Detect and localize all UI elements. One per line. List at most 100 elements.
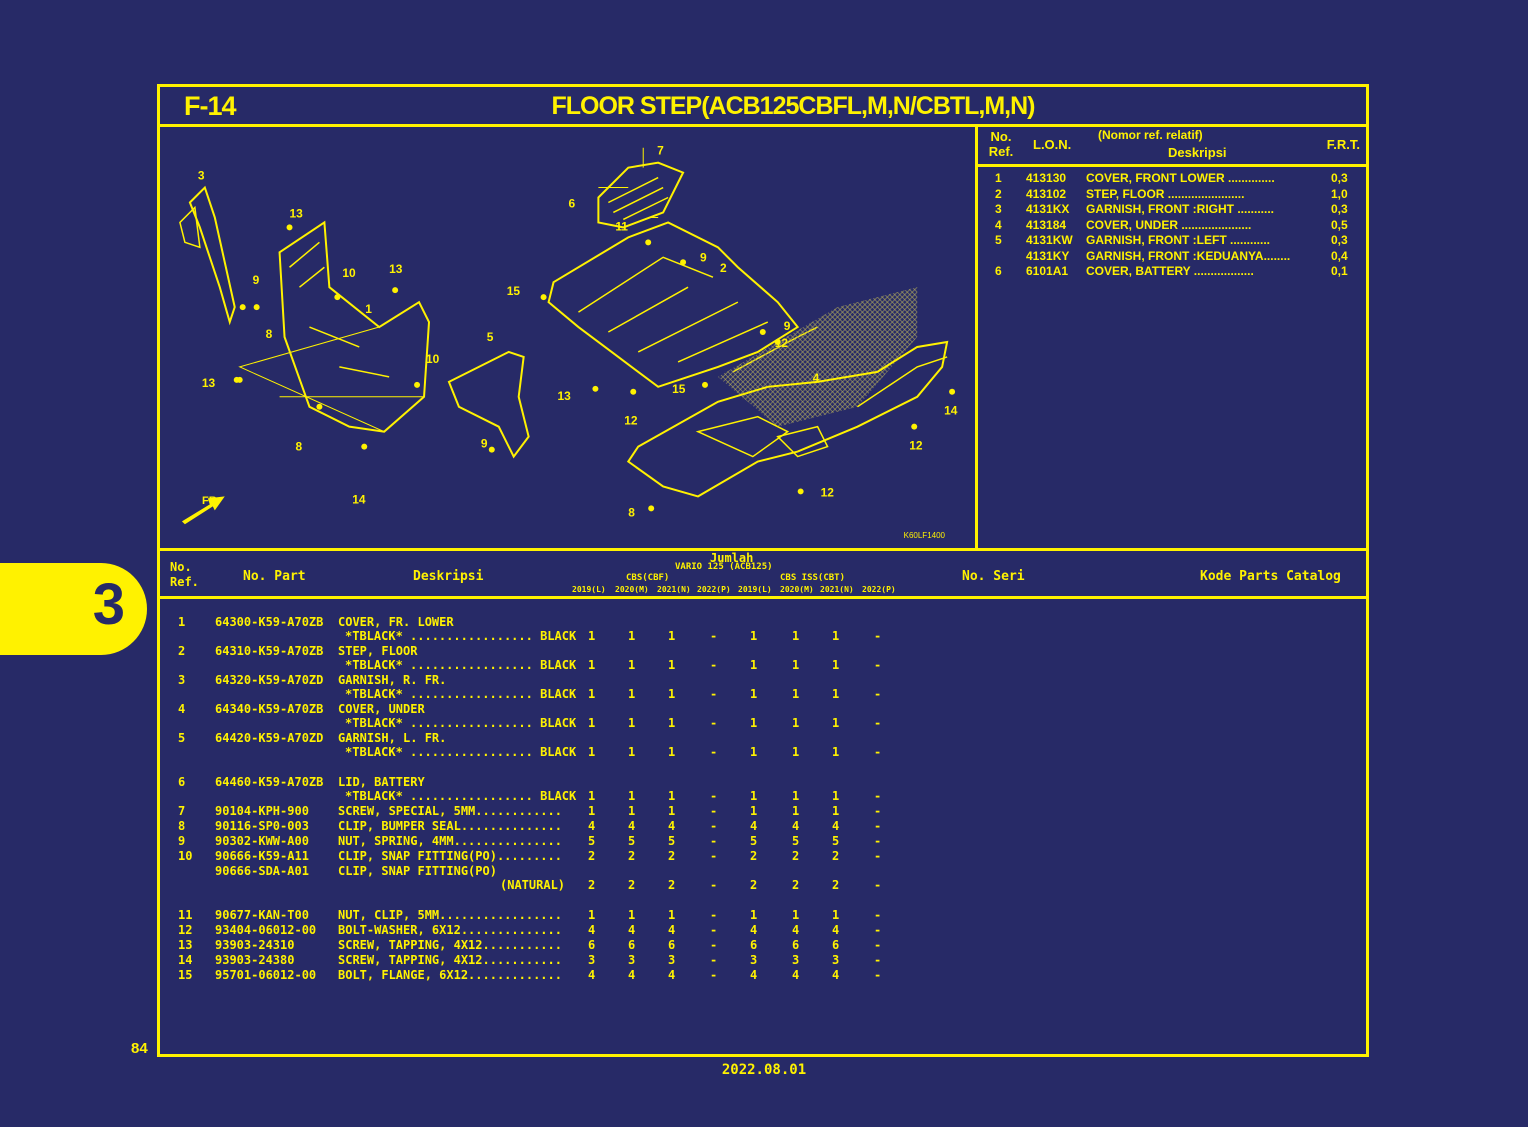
parts-ref: 14: [178, 953, 193, 967]
parts-number: 90302-KWW-A00: [215, 834, 309, 848]
parts-quantity: 6: [668, 938, 676, 952]
reference-table-header: No. Ref. L.O.N. (Nomor ref. relatif) Des…: [978, 127, 1366, 167]
parts-color: *TBLACK* ................. BLACK: [345, 658, 577, 672]
parts-quantity: 6: [750, 938, 758, 952]
year-column: 2022(P): [862, 585, 896, 594]
reference-rows: 1 413130 COVER, FRONT LOWER ..............…: [978, 171, 1366, 280]
parts-number: 64460-K59-A70ZB: [215, 775, 324, 789]
parts-description: SCREW, TAPPING, 4X12...........: [338, 953, 562, 967]
reference-cell-frt: 0,1: [1331, 264, 1348, 278]
parts-ref: 3: [178, 673, 186, 687]
parts-quantity: -: [874, 923, 882, 937]
svg-text:11: 11: [615, 219, 628, 233]
parts-quantity: 1: [628, 789, 636, 803]
parts-quantity: 1: [628, 745, 636, 759]
parts-number: 90666-K59-A11: [215, 849, 309, 863]
svg-text:15: 15: [672, 382, 686, 396]
year-column: 2021(N): [657, 585, 691, 594]
parts-quantity: 1: [750, 716, 758, 730]
parts-quantity: 3: [750, 953, 758, 967]
parts-quantity: 1: [750, 789, 758, 803]
reference-row: 1 413130 COVER, FRONT LOWER ..............…: [978, 171, 1366, 187]
parts-quantity: 2: [588, 878, 596, 892]
diagram-code: K60LF1400: [903, 531, 945, 540]
reference-cell-no: 1: [995, 171, 1002, 185]
parts-ref: 11: [178, 908, 193, 922]
svg-text:3: 3: [198, 169, 205, 183]
parts-quantity: 4: [750, 968, 758, 982]
year-column: 2019(L): [738, 585, 772, 594]
parts-quantity: 5: [628, 834, 636, 848]
parts-description: COVER, UNDER: [338, 702, 425, 716]
parts-quantity: 4: [792, 923, 800, 937]
parts-quantity: 1: [792, 789, 800, 803]
parts-number: 64310-K59-A70ZB: [215, 644, 324, 658]
part-5-garnish-left: [447, 350, 530, 459]
parts-number: 93404-06012-00: [215, 923, 317, 937]
reference-cell-lon: 4131KW: [1026, 233, 1073, 247]
parts-quantity: 1: [668, 716, 676, 730]
parts-quantity: -: [874, 834, 882, 848]
parts-col-model: VARIO 125 (ACB125): [675, 562, 773, 572]
parts-quantity: 1: [588, 804, 596, 818]
svg-text:15: 15: [507, 284, 521, 298]
parts-ref: 13: [178, 938, 193, 952]
parts-number: 64300-K59-A70ZB: [215, 615, 324, 629]
parts-quantity: 1: [668, 745, 676, 759]
parts-quantity: 1: [628, 908, 636, 922]
parts-description: BOLT, FLANGE, 6X12.............: [338, 968, 562, 982]
reference-cell-desc: COVER, FRONT LOWER ..............: [1086, 171, 1275, 185]
section-tab[interactable]: 3: [0, 563, 147, 655]
parts-quantity: 1: [832, 789, 840, 803]
parts-quantity: 1: [588, 789, 596, 803]
svg-text:9: 9: [784, 319, 791, 333]
parts-quantity: -: [874, 819, 882, 833]
ref-col-lon: L.O.N.: [1033, 137, 1072, 152]
parts-ref: 5: [178, 731, 186, 745]
parts-quantity: 1: [792, 629, 800, 643]
svg-text:13: 13: [558, 389, 572, 403]
svg-text:14: 14: [944, 404, 958, 418]
parts-col-no-part: No. Part: [243, 569, 306, 584]
parts-description: SCREW, TAPPING, 4X12...........: [338, 938, 562, 952]
page-number: 84: [131, 1040, 148, 1057]
parts-ref: 10: [178, 849, 193, 863]
parts-quantity: 1: [628, 629, 636, 643]
parts-quantity: -: [710, 834, 718, 848]
parts-color: *TBLACK* ................. BLACK: [345, 629, 577, 643]
parts-description: NUT, CLIP, 5MM.................: [338, 908, 562, 922]
parts-quantity: 3: [832, 953, 840, 967]
svg-text:9: 9: [481, 437, 488, 451]
parts-quantity: 2: [750, 849, 758, 863]
parts-quantity: -: [710, 789, 718, 803]
reference-cell-lon: 413130: [1026, 171, 1067, 185]
parts-quantity: -: [874, 878, 882, 892]
svg-text:12: 12: [909, 439, 923, 453]
parts-color: *TBLACK* ................. BLACK: [345, 716, 577, 730]
parts-quantity: 1: [792, 658, 800, 672]
parts-quantity: 1: [832, 804, 840, 818]
reference-cell-frt: 1,0: [1331, 186, 1348, 201]
parts-quantity: 1: [832, 629, 840, 643]
parts-quantity: -: [710, 968, 718, 982]
parts-quantity: 6: [628, 938, 636, 952]
parts-quantity: -: [874, 953, 882, 967]
reference-cell-desc: COVER, BATTERY ..................: [1086, 264, 1254, 278]
reference-cell-no: 2: [995, 186, 1002, 201]
catalog-frame: F-14 FLOOR STEP(ACB125CBFL,M,N/CBTL,M,N): [157, 84, 1369, 1057]
parts-number: 90116-SP0-003: [215, 819, 309, 833]
parts-quantity: 1: [750, 687, 758, 701]
divider: [160, 548, 1366, 551]
reference-cell-desc: STEP, FLOOR .......................: [1086, 186, 1245, 201]
parts-ref: 2: [178, 644, 186, 658]
